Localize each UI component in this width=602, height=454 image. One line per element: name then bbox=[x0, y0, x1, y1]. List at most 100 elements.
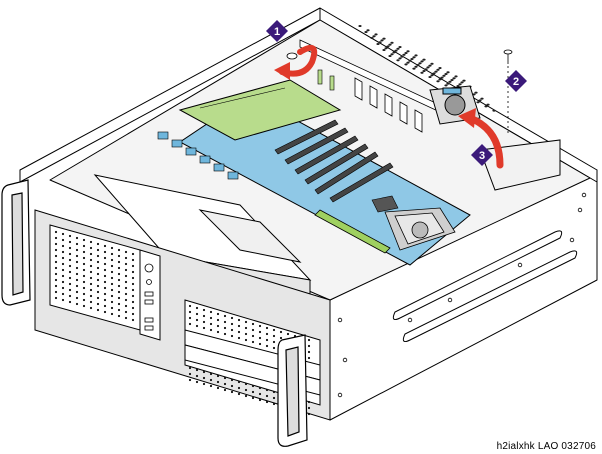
screw-icon bbox=[503, 49, 513, 64]
vent-hole bbox=[103, 280, 107, 284]
vent-hole bbox=[103, 262, 107, 266]
front-buttons bbox=[144, 263, 154, 331]
vent-hole bbox=[54, 260, 58, 264]
vent-hole bbox=[110, 306, 114, 310]
vent-hole bbox=[396, 59, 400, 62]
vent-hole bbox=[82, 292, 86, 296]
vent-hole bbox=[89, 258, 93, 262]
vent-hole bbox=[272, 390, 276, 394]
vent-hole bbox=[223, 376, 227, 380]
vent-hole bbox=[476, 101, 480, 104]
vent-hole bbox=[265, 326, 269, 330]
vent-hole bbox=[384, 47, 388, 50]
vent-hole bbox=[202, 382, 206, 386]
vent-hole bbox=[424, 68, 428, 71]
vent-hole bbox=[223, 332, 227, 336]
rear-slot-brackets bbox=[299, 39, 441, 133]
vent-hole bbox=[117, 272, 121, 276]
vent-hole bbox=[223, 326, 227, 330]
vent-hole bbox=[82, 268, 86, 272]
vent-hole bbox=[258, 342, 262, 346]
vent-hole bbox=[272, 340, 276, 344]
vent-hole bbox=[54, 254, 58, 258]
vent-hole bbox=[418, 62, 422, 65]
vent-hole bbox=[54, 272, 58, 276]
vent-hole bbox=[68, 246, 72, 250]
vent-hole bbox=[110, 312, 114, 316]
vent-hole bbox=[188, 366, 192, 370]
vent-hole bbox=[68, 270, 72, 274]
vent-hole bbox=[195, 324, 199, 328]
vent-hole bbox=[110, 246, 114, 250]
vent-hole bbox=[75, 260, 79, 264]
vent-hole bbox=[75, 302, 79, 306]
vent-hole bbox=[54, 230, 58, 234]
vent-hole bbox=[258, 324, 262, 328]
vent-hole bbox=[251, 328, 255, 332]
vent-hole bbox=[434, 70, 438, 73]
vent-hole bbox=[258, 386, 262, 390]
vent-hole bbox=[244, 332, 248, 336]
vent-hole bbox=[54, 248, 58, 252]
vent-hole bbox=[380, 39, 384, 42]
vent-hole bbox=[444, 84, 448, 87]
vent-hole bbox=[131, 312, 135, 316]
vent-hole bbox=[195, 368, 199, 372]
vent-hole bbox=[230, 390, 234, 394]
vent-hole bbox=[279, 336, 283, 340]
vent-hole bbox=[307, 406, 311, 410]
vent-hole bbox=[265, 394, 269, 398]
vent-hole bbox=[61, 274, 65, 278]
vent-hole bbox=[68, 300, 72, 304]
vent-hole bbox=[124, 304, 128, 308]
vent-hole bbox=[61, 268, 65, 272]
vent-hole bbox=[68, 276, 72, 280]
vent-hole bbox=[117, 302, 121, 306]
vent-hole bbox=[244, 320, 248, 324]
vent-hole bbox=[386, 45, 390, 48]
vent-hole bbox=[103, 298, 107, 302]
vent-hole bbox=[402, 53, 406, 56]
arrow-1-head bbox=[274, 62, 290, 80]
vent-hole bbox=[75, 284, 79, 288]
vent-hole bbox=[117, 248, 121, 252]
vent-hole bbox=[216, 330, 220, 334]
vent-hole bbox=[410, 58, 414, 60]
vent-hole bbox=[436, 68, 440, 71]
side-wall-screws bbox=[337, 192, 587, 398]
vent-hole bbox=[61, 298, 65, 302]
vent-hole bbox=[68, 252, 72, 256]
vent-hole bbox=[272, 402, 276, 406]
vent-hole bbox=[103, 310, 107, 314]
vent-hole bbox=[223, 388, 227, 392]
vent-hole bbox=[412, 67, 416, 70]
vent-hole bbox=[124, 250, 128, 254]
vent-hole bbox=[372, 35, 376, 38]
vent-hole bbox=[117, 254, 121, 258]
callout-1-number: 1 bbox=[274, 26, 280, 38]
callout-3-number: 3 bbox=[479, 150, 485, 162]
vent-hole bbox=[89, 270, 93, 274]
vent-hole bbox=[75, 236, 79, 240]
vent-hole bbox=[195, 306, 199, 310]
vent-hole bbox=[202, 326, 206, 330]
vent-hole bbox=[89, 252, 93, 256]
vent-hole bbox=[237, 380, 241, 384]
vent-hole bbox=[390, 53, 394, 56]
vent-hole bbox=[96, 290, 100, 294]
vent-hole bbox=[398, 46, 402, 48]
vent-hole bbox=[54, 290, 58, 294]
vent-hole bbox=[265, 332, 269, 336]
vent-hole bbox=[209, 328, 213, 332]
vent-hole bbox=[251, 390, 255, 394]
vent-hole bbox=[474, 91, 478, 94]
vent-hole bbox=[131, 276, 135, 280]
vent-hole bbox=[209, 316, 213, 320]
vent-hole bbox=[492, 109, 496, 112]
arrow-3-head bbox=[458, 108, 476, 128]
vent-hole bbox=[244, 388, 248, 392]
right-handle bbox=[277, 334, 308, 447]
curved-arrow-icon bbox=[279, 44, 318, 77]
vent-hole bbox=[307, 412, 311, 416]
vent-hole bbox=[75, 242, 79, 246]
